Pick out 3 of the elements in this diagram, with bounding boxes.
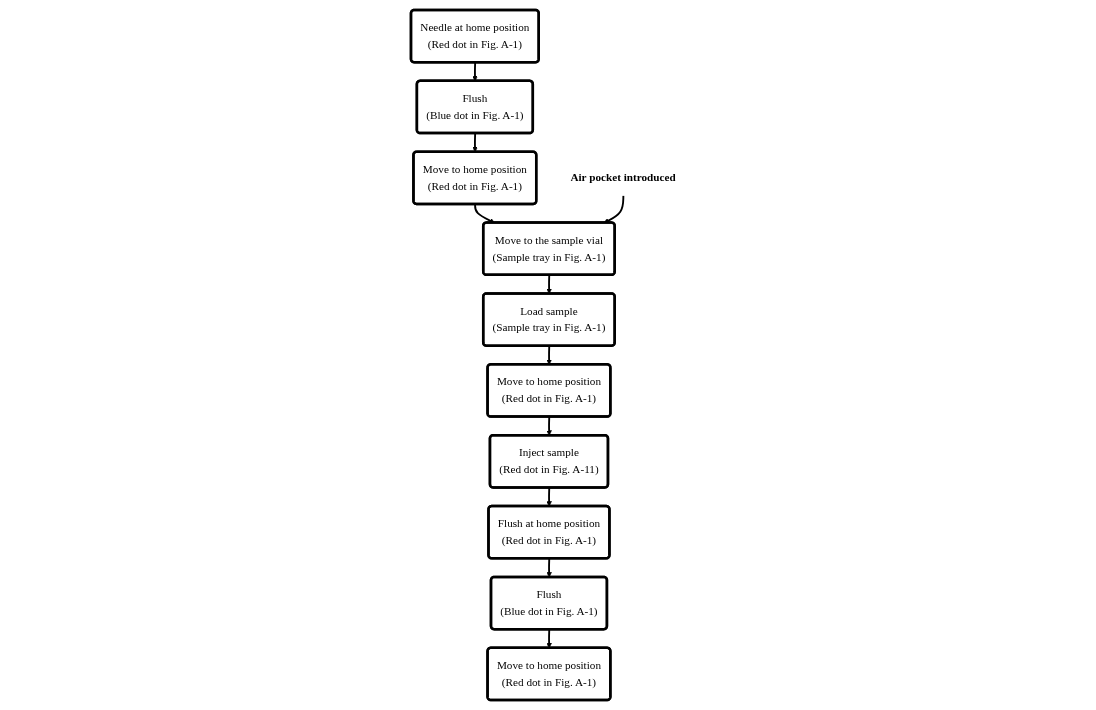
- arrow: [546, 345, 552, 365]
- arrow: [546, 274, 552, 294]
- node-text: Air pocket introduced: [570, 171, 676, 184]
